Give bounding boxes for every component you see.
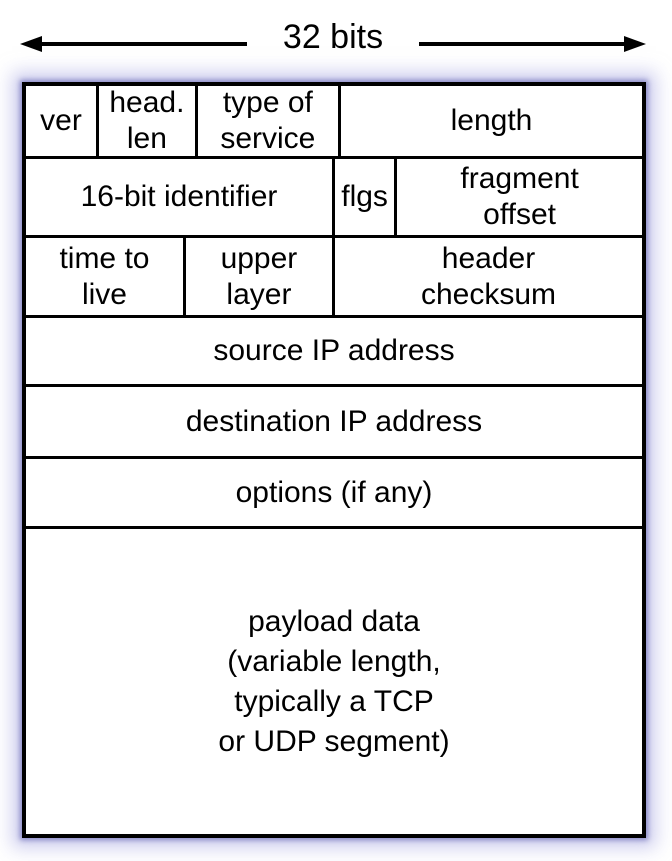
diagram-row-4: source IP address	[26, 318, 642, 387]
diagram-row-7: payload data (variable length, typically…	[26, 529, 642, 834]
field-type-of-service: type of service	[198, 86, 341, 156]
right-arrow-shaft	[419, 42, 624, 46]
right-arrowhead-icon	[624, 36, 646, 52]
field-length: length	[450, 104, 533, 137]
field-upper-layer: upper layer	[186, 238, 335, 315]
field-options: options (if any)	[235, 475, 433, 509]
field-flags: flgs	[335, 159, 398, 235]
field-identifier: 16-bit identifier	[26, 159, 335, 235]
field-fragment-offset: fragment offset	[460, 162, 579, 231]
field-source-ip-address: source IP address	[213, 334, 455, 367]
width-annotation: 32 bits	[0, 0, 672, 82]
bits-width-label: 32 bits	[282, 18, 384, 56]
diagram-row-6: options (if any)	[26, 459, 642, 529]
field-version: ver	[26, 86, 100, 156]
left-arrow-icon	[20, 36, 247, 52]
diagram-row-5: destination IP address	[26, 387, 642, 459]
field-destination-ip-address: destination IP address	[185, 404, 483, 438]
left-arrow-shaft	[42, 42, 247, 46]
diagram-row-1: ver head. len type of service length	[26, 86, 642, 159]
diagram-row-2: 16-bit identifier flgs fragment offset	[26, 159, 642, 238]
field-header-checksum: header checksum	[420, 241, 556, 311]
right-arrow-icon	[419, 36, 646, 52]
ip-datagram-box: ver head. len type of service length 16-…	[22, 82, 646, 838]
left-arrowhead-icon	[20, 36, 42, 52]
field-payload-data: payload data (variable length, typically…	[218, 604, 450, 758]
diagram-row-3: time to live upper layer header checksum	[26, 238, 642, 318]
field-time-to-live: time to live	[26, 238, 186, 315]
field-header-length: head. len	[99, 86, 198, 156]
